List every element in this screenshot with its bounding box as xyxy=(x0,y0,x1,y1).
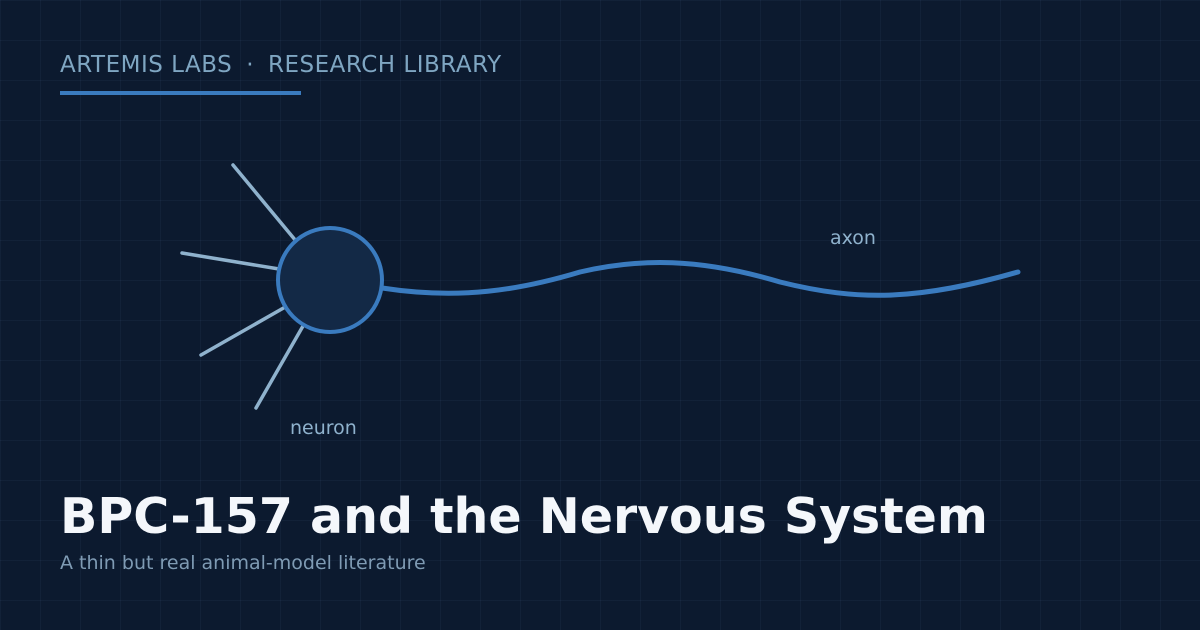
brand-separator: · xyxy=(246,52,255,78)
axon-label: axon xyxy=(830,227,876,249)
axon-path xyxy=(379,260,1021,298)
brand-underline xyxy=(60,91,301,95)
brand-header: ARTEMIS LABS · RESEARCH LIBRARY xyxy=(60,52,502,78)
neuron-soma xyxy=(276,226,384,334)
section-name: RESEARCH LIBRARY xyxy=(268,52,502,78)
neuron-label: neuron xyxy=(290,417,357,439)
dendrite xyxy=(231,163,298,243)
page-title: BPC-157 and the Nervous System xyxy=(60,488,988,545)
brand-name: ARTEMIS LABS xyxy=(60,52,233,78)
dendrite xyxy=(254,324,305,410)
dendrite xyxy=(199,304,289,357)
dendrite xyxy=(180,251,281,271)
page-subtitle: A thin but real animal-model literature xyxy=(60,552,426,574)
